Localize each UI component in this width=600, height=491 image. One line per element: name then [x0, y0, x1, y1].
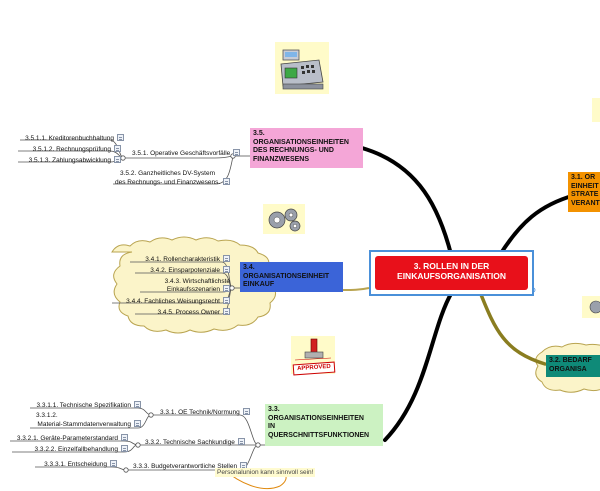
branch-3-2-title-1: ORGANISA — [549, 365, 587, 373]
note-icon — [117, 134, 124, 141]
branch-3-4-title-0: 3.4. — [243, 264, 255, 271]
node-3-5-1[interactable]: 3.5.1. Operative Geschäftsvorfälle — [132, 149, 241, 158]
note-icon — [121, 445, 128, 452]
node-3-3-1-2-line1[interactable]: 3.3.1.2. — [36, 412, 58, 419]
node-3-4-4[interactable]: 3.4.4. Fachliches Weisungsrecht — [108, 297, 230, 306]
branch-3-5-title-1: ORGANISATIONSEINHEITEN — [253, 138, 349, 146]
node-3-4-5[interactable]: 3.4.5. Process Owner — [125, 308, 230, 317]
branch-3-5-title-0: 3.5. — [253, 130, 265, 137]
branch-line-3-1 — [496, 193, 577, 260]
note-icon — [114, 156, 121, 163]
node-3-3-1[interactable]: 3.3.1. OE Technik/Normung — [160, 408, 250, 417]
branch-node-3-1[interactable]: 3.1. OR EINHEIT STRATE VERANT — [568, 172, 600, 212]
branch-3-5-title-2: DES RECHNUNGS- UND — [253, 147, 334, 154]
node-3-3-3-1[interactable]: 3.3.3.1. Entscheidung — [35, 460, 117, 469]
node-3-3-2[interactable]: 3.3.2. Technische Sachkundige — [145, 438, 245, 447]
branch-3-1-title-2: STRATE — [571, 191, 599, 198]
node-3-5-2[interactable]: des Rechnungs- und Finanzwesens. — [115, 178, 231, 187]
node-3-4-3[interactable]: Einkaufsszenarien — [125, 285, 230, 294]
partial-icon-top-right — [592, 98, 600, 122]
node-3-5-2-line1[interactable]: 3.5.2. Ganzheitliches DV-System — [120, 170, 216, 177]
branch-3-3-title-1: ORGANISATIONSEINHEITEN — [268, 414, 364, 422]
branch-3-1-title-1: EINHEIT — [571, 182, 599, 190]
branch-line-3-4 — [342, 287, 370, 291]
node-3-4-1[interactable]: 3.4.1. Rollencharakteristik — [125, 255, 230, 264]
node-3-4-3-line1[interactable]: 3.4.3. Wirtschaftlichste — [164, 278, 230, 285]
note-icon — [114, 145, 121, 152]
note-icon — [121, 434, 128, 441]
branch-line-3-3 — [383, 290, 454, 442]
branch-3-3-title-0: 3.3. — [268, 406, 280, 413]
note-icon — [134, 420, 141, 427]
note-icon — [233, 149, 241, 156]
branch-node-3-4[interactable]: 3.4. ORGANISATIONSEINHEIT EINKAUF — [240, 262, 343, 292]
callout-note[interactable]: Personalunion kann sinnvoll sein! — [215, 468, 316, 477]
node-3-3-2-2[interactable]: 3.3.2.2. Einzelfallbehandlung — [10, 445, 128, 454]
node-3-5-1-3[interactable]: 3.5.1.3. Zahlungsabwicklung — [18, 156, 121, 165]
central-title-line1: 3. ROLLEN IN DER — [413, 261, 490, 271]
note-icon — [223, 266, 230, 273]
note-icon — [223, 255, 230, 262]
branch-3-5-title-3: FINANZWESENS — [253, 155, 309, 163]
branch-line-3-5 — [360, 146, 454, 260]
central-node[interactable]: 3. ROLLEN IN DER EINKAUFSORGANISATION — [369, 250, 534, 296]
gears-icon — [263, 204, 305, 234]
node-3-3-1-2[interactable]: Material-Stammdatenverwaltung — [30, 420, 141, 429]
branch-3-4-title-2: EINKAUF — [243, 281, 275, 288]
node-3-4-2[interactable]: 3.4.2. Einsparpotenziale — [125, 266, 230, 275]
central-title-line2: EINKAUFSORGANISATION — [397, 271, 506, 281]
note-icon — [223, 178, 231, 185]
branch-3-3-title-3: QUERSCHNITTSFUNKTIONEN — [268, 431, 370, 439]
branch-node-3-3[interactable]: 3.3. ORGANISATIONSEINHEITEN IN QUERSCHNI… — [265, 404, 383, 446]
branch-3-3-title-2: IN — [268, 423, 275, 430]
note-icon — [242, 408, 250, 415]
branch-node-3-2[interactable]: 3.2. BEDARF ORGANISA — [546, 355, 600, 377]
node-3-3-2-1[interactable]: 3.3.2.1. Geräte-Parameterstandard — [8, 434, 128, 443]
note-icon — [134, 401, 141, 408]
note-icon — [223, 308, 230, 315]
branch-3-4-title-1: ORGANISATIONSEINHEIT — [243, 272, 330, 280]
node-3-5-1-1[interactable]: 3.5.1.1. Kreditorenbuchhaltung — [20, 134, 124, 143]
branch-3-1-title-3: VERANT — [571, 199, 600, 207]
node-3-3-1-1[interactable]: 3.3.1.1. Technische Spezifikation — [30, 401, 141, 410]
branch-3-1-title-0: 3.1. OR — [571, 174, 596, 181]
branch-node-3-5[interactable]: 3.5. ORGANISATIONSEINHEITEN DES RECHNUNG… — [250, 128, 363, 168]
branch-3-2-title-0: 3.2. BEDARF — [549, 357, 592, 364]
gears-icon-partial — [582, 296, 600, 318]
note-icon — [223, 285, 230, 292]
cash-register-icon — [275, 42, 329, 94]
branch-line-3-2 — [478, 290, 547, 366]
note-icon — [110, 460, 117, 467]
node-3-5-1-2[interactable]: 3.5.1.2. Rechnungsprüfung — [18, 145, 121, 154]
note-icon — [237, 438, 245, 445]
cloud-3-4 — [111, 236, 276, 334]
note-icon — [223, 297, 230, 304]
